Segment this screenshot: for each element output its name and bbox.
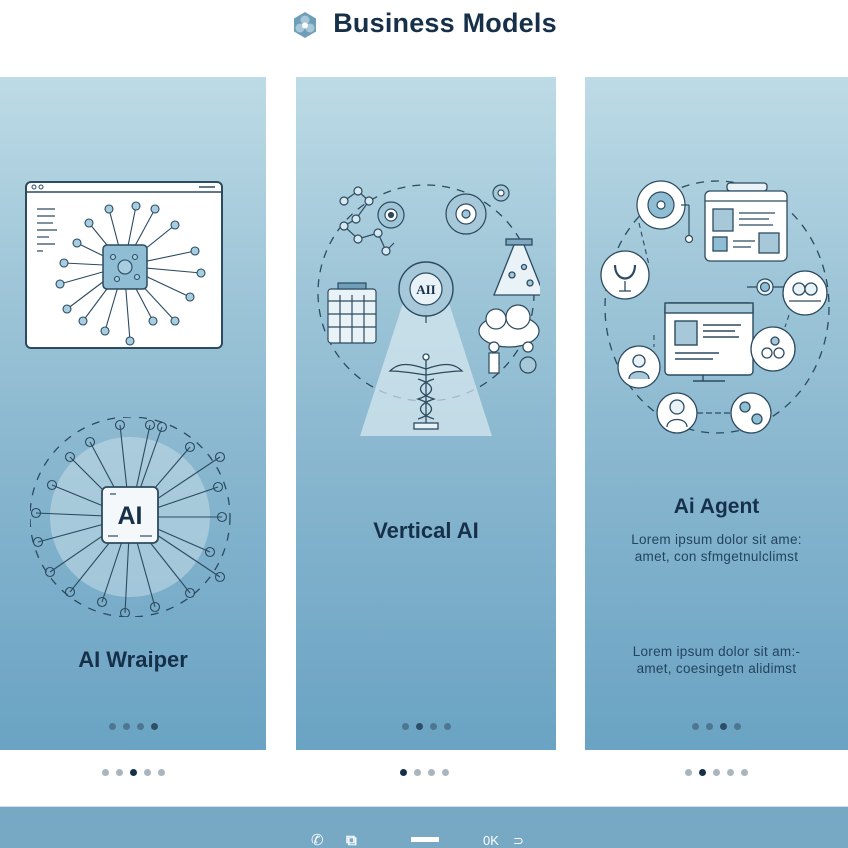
gears-icon	[730, 392, 772, 434]
calendar-grid-icon	[327, 282, 377, 344]
ai-agent-illustration	[600, 180, 830, 434]
page-dot[interactable]	[101, 769, 109, 776]
model-card-ai-agent[interactable]: Ai Agent Lorem ipsum dolor sit ame: amet…	[585, 77, 848, 750]
inner-pagination-dots[interactable]	[585, 723, 848, 730]
caduceus-icon	[388, 353, 464, 430]
inner-pagination-dots[interactable]	[0, 723, 266, 730]
page-dot[interactable]	[157, 769, 165, 776]
gear-person-icon	[636, 180, 694, 244]
page-dot[interactable]	[427, 769, 435, 776]
page-title: Business Models	[333, 7, 557, 38]
page-dot[interactable]	[685, 769, 692, 776]
page-dot[interactable]	[734, 723, 741, 730]
user-icon	[617, 345, 661, 389]
cloud-people-icon	[478, 304, 540, 374]
page-dot-active[interactable]	[699, 769, 706, 776]
model-card-vertical-ai[interactable]: AII Vertical AI	[296, 77, 556, 750]
page-dot[interactable]	[441, 769, 449, 776]
node-icon	[747, 278, 795, 296]
page-dot[interactable]	[115, 769, 123, 776]
header: Business Models	[0, 0, 848, 50]
monitor-profile-icon	[664, 302, 754, 382]
ai-dial-icon: AII	[398, 261, 454, 323]
group-icon	[782, 270, 828, 316]
page-dot[interactable]	[108, 723, 116, 730]
outer-pagination-dots-ai-agent[interactable]	[585, 769, 848, 776]
outer-pagination-dots-vertical-ai[interactable]	[296, 769, 552, 776]
model-card-ai-wrapper[interactable]: AI AI Wraiper	[0, 77, 266, 750]
person-icon	[656, 392, 733, 434]
page-dot[interactable]	[143, 769, 151, 776]
svg-text:AII: AII	[416, 282, 436, 297]
molecule-icon	[750, 326, 796, 372]
card-description-secondary: Lorem ipsum dolor sit am:- amet, coesing…	[632, 644, 801, 676]
gear-target-icon	[445, 184, 510, 235]
page-dot[interactable]	[443, 723, 451, 730]
spotlight-beam	[360, 269, 492, 436]
puzzle-icon[interactable]: ⧉	[346, 832, 357, 848]
page-dot[interactable]	[706, 723, 713, 730]
stand-icon	[600, 250, 650, 300]
page-dot[interactable]	[713, 769, 720, 776]
bottom-navigation-bar: ✆ ⧉ 0K ⊃	[0, 806, 848, 848]
page-dot-active[interactable]	[129, 769, 137, 776]
ok-label[interactable]: 0K	[483, 833, 499, 848]
outer-pagination-dots-ai-wrapper[interactable]	[0, 769, 266, 776]
home-bar-indicator[interactable]	[411, 837, 439, 842]
card-title: Ai Agent	[673, 495, 760, 518]
card-title: AI Wraiper	[78, 647, 188, 672]
inner-pagination-dots[interactable]	[296, 723, 556, 730]
page-dot-active[interactable]	[720, 723, 727, 730]
card-title: Vertical AI	[373, 518, 479, 543]
return-icon[interactable]: ⊃	[513, 833, 524, 848]
page-dot[interactable]	[429, 723, 437, 730]
page-dot[interactable]	[401, 723, 409, 730]
card-description: Lorem ipsum dolor sit ame: amet, con sfm…	[631, 532, 802, 564]
page-dot-active[interactable]	[150, 723, 158, 730]
phone-icon[interactable]: ✆	[311, 832, 324, 848]
hexagon-flower-logo-icon	[294, 12, 317, 38]
ai-chip-circuit-icon: AI	[30, 417, 231, 617]
page-dot[interactable]	[741, 769, 748, 776]
page-dot[interactable]	[727, 769, 734, 776]
page-dot[interactable]	[692, 723, 699, 730]
network-gear-icon	[339, 186, 405, 256]
page-dot[interactable]	[122, 723, 130, 730]
page-dot[interactable]	[136, 723, 144, 730]
vertical-ai-illustration: AII	[317, 184, 540, 436]
browser-window-chip-icon	[25, 181, 223, 349]
svg-text:AI: AI	[118, 502, 143, 530]
page-dot[interactable]	[413, 769, 421, 776]
profile-window-icon	[704, 182, 788, 262]
page-dot-active[interactable]	[399, 769, 407, 776]
flask-icon	[493, 238, 540, 296]
page-dot-active[interactable]	[415, 723, 423, 730]
